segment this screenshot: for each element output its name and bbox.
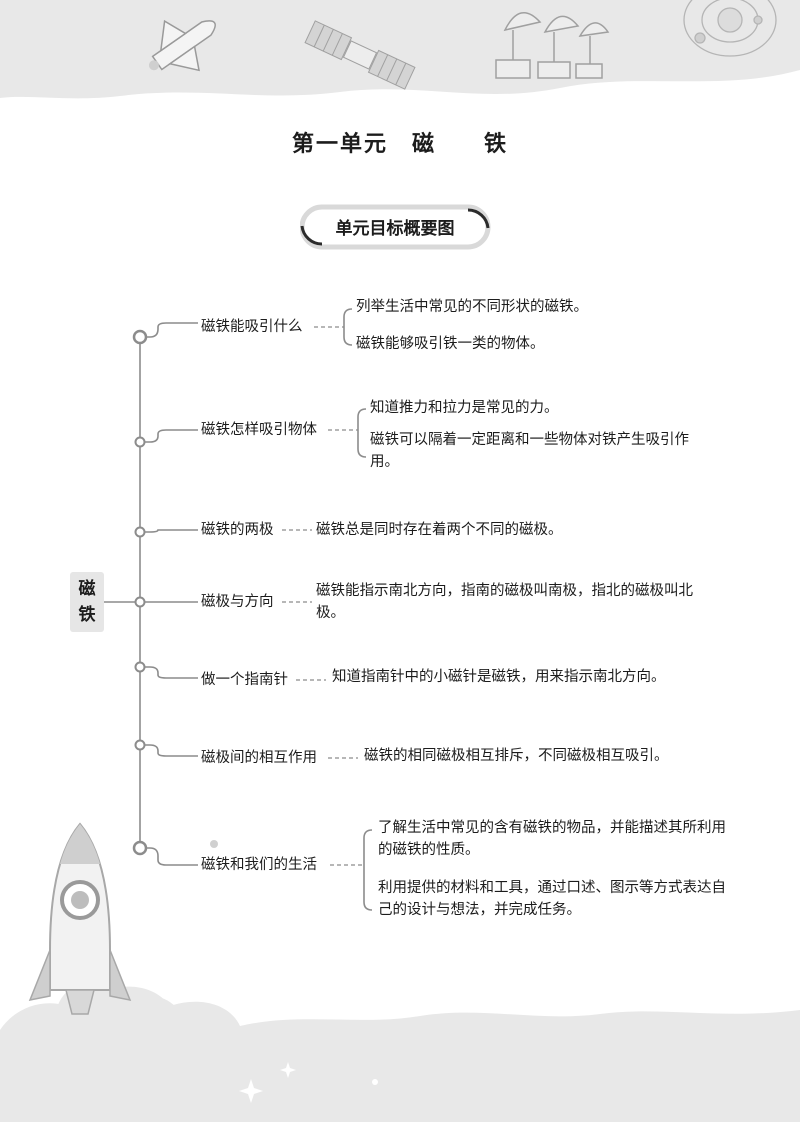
detail-text: 列举生活中常见的不同形状的磁铁。	[356, 299, 588, 315]
branch-topic: 做一个指南针	[201, 672, 288, 688]
spine-nodes	[132, 329, 148, 856]
rocket-icon	[28, 822, 132, 1015]
detail-text: 知道推力和拉力是常见的力。	[370, 400, 559, 416]
mindmap-root: 磁 铁	[70, 572, 104, 632]
branch-topic: 磁极与方向	[201, 594, 274, 610]
branch-topic: 磁极间的相互作用	[201, 750, 317, 766]
star-icon	[210, 840, 378, 1103]
branch-topic: 磁铁能吸引什么	[201, 319, 303, 335]
spine-node	[132, 840, 148, 856]
branch-topic: 磁铁怎样吸引物体	[201, 422, 317, 438]
detail-text: 利用提供的材料和工具，通过口述、图示等方式表达自己的设计与想法，并完成任务。	[378, 880, 726, 918]
spine-node	[134, 739, 146, 751]
detail-text: 磁铁的相同磁极相互排斥，不同磁极相互吸引。	[364, 748, 669, 764]
radar-dish-icon	[495, 12, 610, 79]
detail-text: 了解生活中常见的含有磁铁的物品，并能描述其所利用的磁铁的性质。	[378, 820, 726, 858]
spine-node	[132, 329, 148, 345]
banner-frame	[300, 204, 491, 250]
detail-text: 磁铁可以隔着一定距离和一些物体对铁产生吸引作用。	[370, 432, 689, 470]
spine-node	[134, 596, 146, 608]
spine-node	[134, 661, 146, 673]
detail-text: 磁铁能指示南北方向，指南的磁极叫南极，指北的磁极叫北极。	[316, 583, 693, 621]
branch-topic: 磁铁和我们的生活	[201, 857, 317, 873]
branch-topic: 磁铁的两极	[201, 522, 274, 538]
detail-text: 磁铁总是同时存在着两个不同的磁极。	[316, 522, 563, 538]
cloud-icon	[0, 980, 800, 1122]
spine-node	[134, 526, 146, 538]
banner-title: 单元目标概要图	[335, 219, 455, 239]
space-shuttle-icon	[148, 19, 216, 72]
solar-system-icon	[683, 0, 777, 57]
spine-node	[134, 436, 146, 448]
detail-text: 磁铁能够吸引铁一类的物体。	[356, 336, 545, 352]
page-title: 第一单元 磁 铁	[291, 131, 508, 157]
detail-text: 知道指南针中的小磁针是磁铁，用来指示南北方向。	[332, 669, 666, 685]
footer-decoration	[0, 822, 800, 1122]
satellite-icon	[304, 20, 416, 90]
header-decoration	[0, 0, 800, 99]
